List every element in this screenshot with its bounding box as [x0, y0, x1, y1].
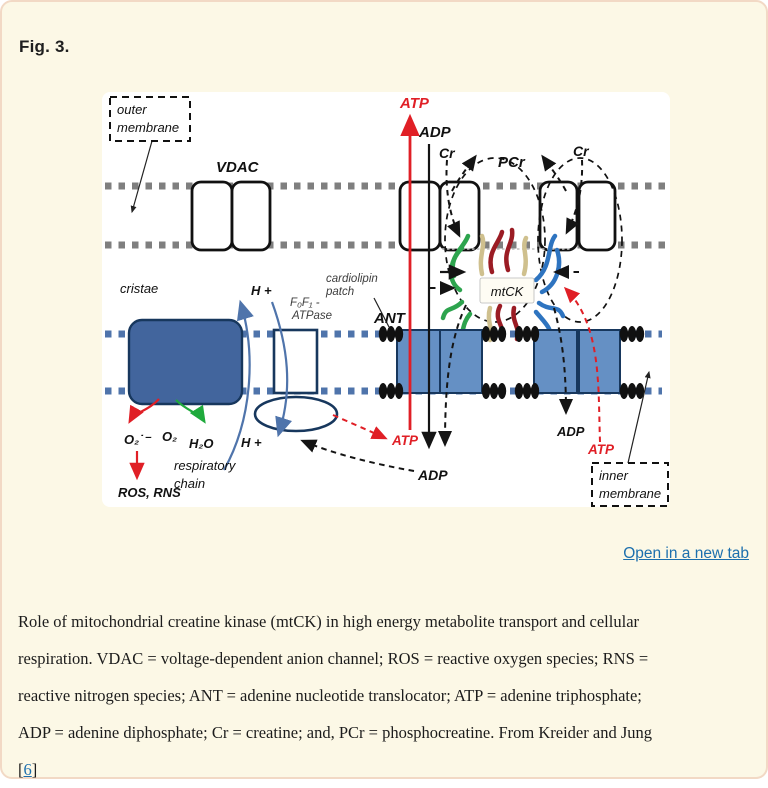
label-adp-matrix: ADP [417, 467, 448, 483]
mtck-diagram: ATP ADP Cr PCr Cr VDAC outer membrane cr… [105, 95, 669, 507]
label-h-plus-in: H + [241, 435, 262, 450]
atp-to-mtck-path [563, 286, 601, 443]
label-cardiolipin-2: patch [325, 286, 354, 298]
adp-to-synthase-arrow [300, 439, 415, 472]
figure-image-panel: ATP ADP Cr PCr Cr VDAC outer membrane cr… [102, 92, 670, 507]
label-h-plus-out: H + [251, 283, 272, 298]
open-in-new-tab-link[interactable]: Open in a new tab [623, 545, 749, 562]
label-atp-matrix: ATP [391, 433, 419, 448]
figure-caption: Role of mitochondrial creatine kinase (m… [18, 603, 759, 788]
atp-synthase-out-arrow [332, 414, 388, 440]
label-cristae: cristae [120, 281, 158, 296]
label-ros-rns: ROS, RNS [118, 485, 181, 500]
label-outer-membrane-1: outer [117, 102, 147, 117]
figure-caption-line: respiration. VDAC = voltage-dependent an… [18, 649, 649, 668]
cr-left-path [445, 159, 461, 238]
label-o2: O₂ [162, 429, 177, 444]
label-adp-top: ADP [418, 124, 452, 141]
label-cr-left: Cr [439, 145, 456, 161]
cardiolipin-pointer [373, 297, 390, 328]
pcr-out-right-arrow [541, 154, 567, 192]
f0f1-atpase [253, 328, 339, 433]
label-h2o: H₂O [189, 436, 213, 451]
ant-right [533, 329, 621, 394]
inner-membrane-box [591, 462, 669, 507]
ant-left [396, 329, 483, 394]
adp-return-matrix-path [438, 304, 467, 447]
ref-bracket-close: ] [31, 760, 38, 779]
mtck-label-box [479, 277, 535, 304]
respiratory-chain-complex [127, 318, 244, 406]
label-inner-membrane-1: inner [599, 468, 629, 483]
label-adp-right: ADP [556, 424, 585, 439]
adp-from-mtck-path [553, 307, 573, 415]
cr-pcr-loops [444, 157, 623, 323]
inner-membrane-pointer [627, 370, 651, 464]
figure-label: Fig. 3. [19, 37, 70, 56]
label-cr-right: Cr [573, 143, 590, 159]
label-outer-membrane-2: membrane [117, 120, 179, 135]
figure-caption-reference: [6] [18, 751, 759, 788]
label-inner-membrane-2: membrane [599, 486, 661, 501]
label-mtck: mtCK [491, 284, 525, 299]
figure-caption-line: reactive nitrogen species; ANT = adenine… [18, 686, 642, 705]
pcr-out-left-arrow [451, 154, 477, 192]
reference-link[interactable]: 6 [23, 760, 32, 779]
label-respiratory-2: chain [174, 476, 205, 491]
cardiolipin-ovals [378, 326, 645, 399]
label-pcr: PCr [498, 154, 526, 171]
label-atp-top: ATP [399, 95, 430, 112]
proton-return-arc [270, 301, 293, 438]
label-ant: ANT [373, 310, 407, 327]
water-arc [175, 399, 206, 424]
label-superoxide: O₂˙⁻ [124, 432, 152, 447]
label-cardiolipin-1: cardiolipin [326, 273, 378, 285]
figure-caption-line: Role of mitochondrial creatine kinase (m… [18, 612, 640, 631]
label-respiratory-1: respiratory [174, 458, 237, 473]
proton-pump-arc [223, 299, 254, 471]
label-f0f1-1: F₀F₁ - [290, 297, 320, 309]
outer-membrane-box [109, 96, 191, 142]
label-vdac: VDAC [216, 159, 260, 176]
superoxide-arc [128, 398, 160, 424]
label-atp-right: ATP [587, 442, 615, 457]
outer-membrane-pointer [130, 140, 153, 214]
figure-caption-line: ADP = adenine diphosphate; Cr = creatine… [18, 723, 652, 742]
label-f0f1-2: ATPase [291, 310, 332, 322]
flow-arrows [128, 113, 651, 481]
ref-bracket-open: [ [18, 760, 24, 779]
